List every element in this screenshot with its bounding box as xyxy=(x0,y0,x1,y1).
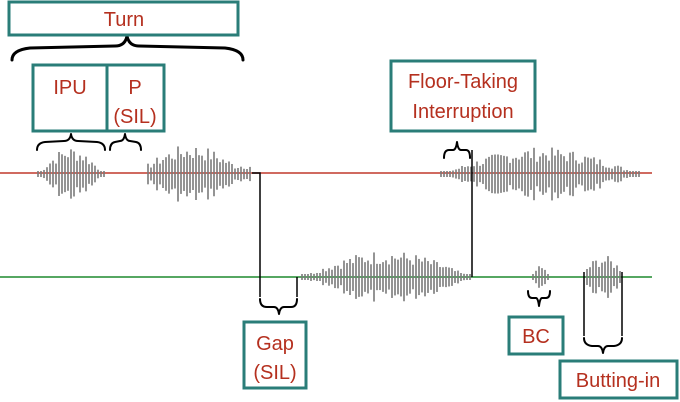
interruption-brace xyxy=(443,141,471,159)
gap-label: Gap xyxy=(256,333,294,355)
speaker-b-waveform-response xyxy=(301,252,471,302)
ipu-label-box: IPU xyxy=(31,63,109,133)
speaker-a-waveform-ipu xyxy=(37,149,105,199)
speaker-b-waveform-butting-in xyxy=(586,256,621,298)
gap-label-box: Gap (SIL) xyxy=(242,320,308,390)
backchannel-label-box: BC xyxy=(507,315,565,356)
pause-sil-label: (SIL) xyxy=(113,106,156,128)
turn-label-box: Turn xyxy=(7,0,240,37)
gap-connector xyxy=(252,172,261,297)
butting-in-label: Butting-in xyxy=(576,370,661,392)
backchannel-brace xyxy=(527,290,551,307)
gap-sil-label: (SIL) xyxy=(253,362,296,384)
speaker-a-waveform-interruption xyxy=(440,147,640,201)
ipu-label: IPU xyxy=(53,77,86,99)
pause-label-box: P (SIL) xyxy=(105,63,166,133)
butting-in-brace xyxy=(583,337,623,354)
turn-brace xyxy=(10,34,245,62)
floor-taking-label-box: Floor-Taking Interruption xyxy=(389,59,537,133)
backchannel-label: BC xyxy=(522,326,550,348)
interruption-label: Interruption xyxy=(412,101,513,123)
ipu-brace xyxy=(36,133,106,151)
butting-in-label-box: Butting-in xyxy=(558,359,679,400)
pause-label: P xyxy=(128,77,141,99)
gap-brace xyxy=(259,298,298,315)
speaker-a-waveform-second-ipu xyxy=(147,146,251,202)
speaker-b-waveform-backchannel xyxy=(532,266,549,288)
turn-label: Turn xyxy=(104,9,144,31)
floor-taking-label: Floor-Taking xyxy=(408,71,518,93)
pause-brace xyxy=(109,133,142,151)
